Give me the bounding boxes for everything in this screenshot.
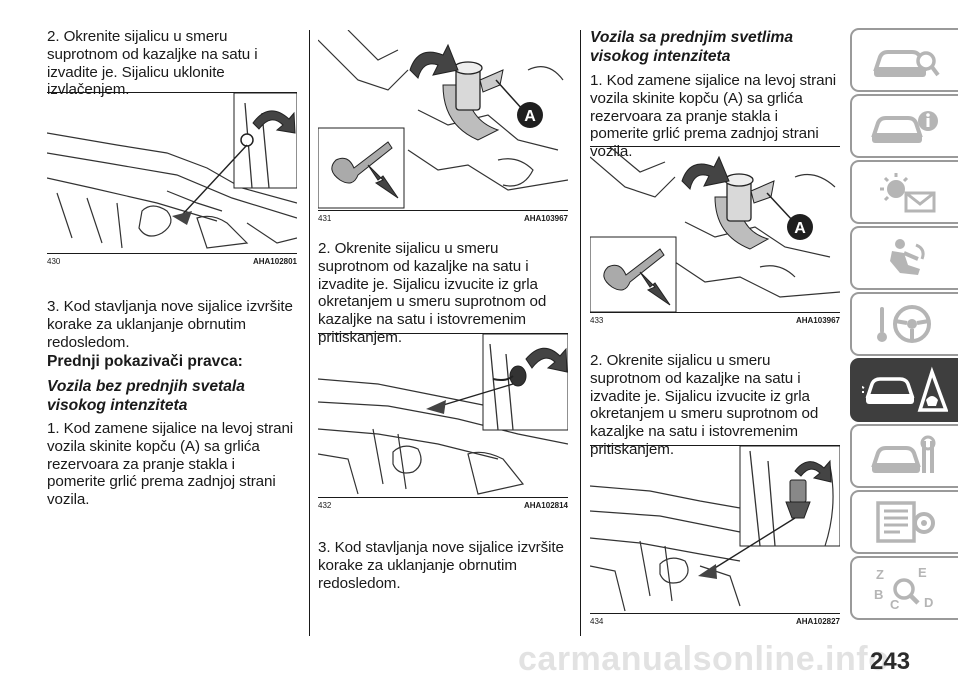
- watermark: carmanualsonline.info: [518, 640, 890, 678]
- figure-number: 434: [590, 617, 604, 626]
- tab-maintenance[interactable]: [850, 424, 958, 488]
- figure-number: 433: [590, 316, 604, 325]
- illustration-434: [590, 446, 840, 612]
- figure-code: AHA103967: [523, 214, 568, 223]
- index-letter: E: [918, 565, 927, 580]
- paragraph-remove-bulb: 2. Okrenite sijalicu u smeru suprotnom o…: [47, 28, 258, 99]
- tab-emergency[interactable]: [850, 358, 958, 422]
- index-letter: Z: [876, 567, 884, 582]
- paragraph-rotate-bulb: 2. Okrenite sijalicu u smeru suprotnom o…: [590, 352, 819, 458]
- index-letter: C: [890, 597, 900, 612]
- tab-car-info[interactable]: [850, 94, 958, 158]
- illustration-431: A: [318, 30, 568, 209]
- alphabetical-index-icon: Z E B C D: [874, 565, 933, 612]
- figure-code: AHA102827: [795, 617, 840, 626]
- paragraph-install: 3. Kod stavljanja nove sijalice izvršite…: [47, 298, 293, 351]
- figure-code: AHA102814: [523, 501, 568, 510]
- tab-technical-data[interactable]: [850, 490, 958, 554]
- paragraph-remove-clip: 1. Kod zamene sijalice na levoj strani v…: [47, 420, 294, 509]
- figure-433: A 433 AHA103967: [590, 146, 840, 325]
- figure-number: 431: [318, 214, 332, 223]
- figure-434: 434 AHA102827: [590, 445, 840, 626]
- paragraph-remove-clip: 1. Kod zamene sijalice na levoj strani v…: [590, 72, 837, 161]
- tab-driving[interactable]: [850, 292, 958, 356]
- section-subheading: Vozila bez prednjih svetala visokog inte…: [47, 378, 245, 414]
- figure-430: 430 AHA102801: [47, 92, 297, 266]
- car-emergency-icon: [862, 366, 948, 412]
- column-divider: [309, 30, 310, 636]
- seat-airbag-icon: [890, 239, 925, 275]
- car-wrench-icon: [871, 435, 936, 473]
- car-info-icon: [871, 111, 938, 143]
- warning-light-envelope-icon: [880, 173, 936, 213]
- tab-index[interactable]: Z E B C D: [850, 556, 958, 620]
- page-number: 243: [870, 648, 911, 675]
- car-search-icon: [873, 50, 940, 77]
- figure-code: AHA103967: [795, 316, 840, 325]
- figure-code: AHA102801: [252, 257, 297, 266]
- illustration-430: [47, 93, 297, 249]
- callout-label-a: A: [794, 220, 806, 237]
- section-subheading: Vozila sa prednjim svetlima visokog inte…: [590, 29, 794, 65]
- illustration-432: [318, 334, 568, 495]
- figure-432: 432 AHA102814: [318, 333, 568, 510]
- paragraph-rotate-bulb: 2. Okrenite sijalicu u smeru suprotnom o…: [318, 240, 547, 346]
- tab-car-search[interactable]: [850, 28, 958, 92]
- column-divider: [580, 30, 581, 636]
- figure-number: 432: [318, 501, 332, 510]
- tab-safety[interactable]: [850, 226, 958, 290]
- section-heading: Prednji pokazivači pravca:: [47, 353, 243, 370]
- index-letter: B: [874, 587, 883, 602]
- tab-warning-lights[interactable]: [850, 160, 958, 224]
- steering-wheel-icon: [877, 305, 931, 343]
- paragraph-install: 3. Kod stavljanja nove sijalice izvršite…: [318, 539, 564, 592]
- figure-number: 430: [47, 257, 61, 266]
- index-letter: D: [924, 595, 933, 610]
- checklist-tools-icon: [876, 501, 935, 543]
- callout-label-a: A: [524, 108, 536, 125]
- illustration-433: A: [590, 147, 840, 312]
- figure-431: A 431 AHA103967: [318, 30, 568, 223]
